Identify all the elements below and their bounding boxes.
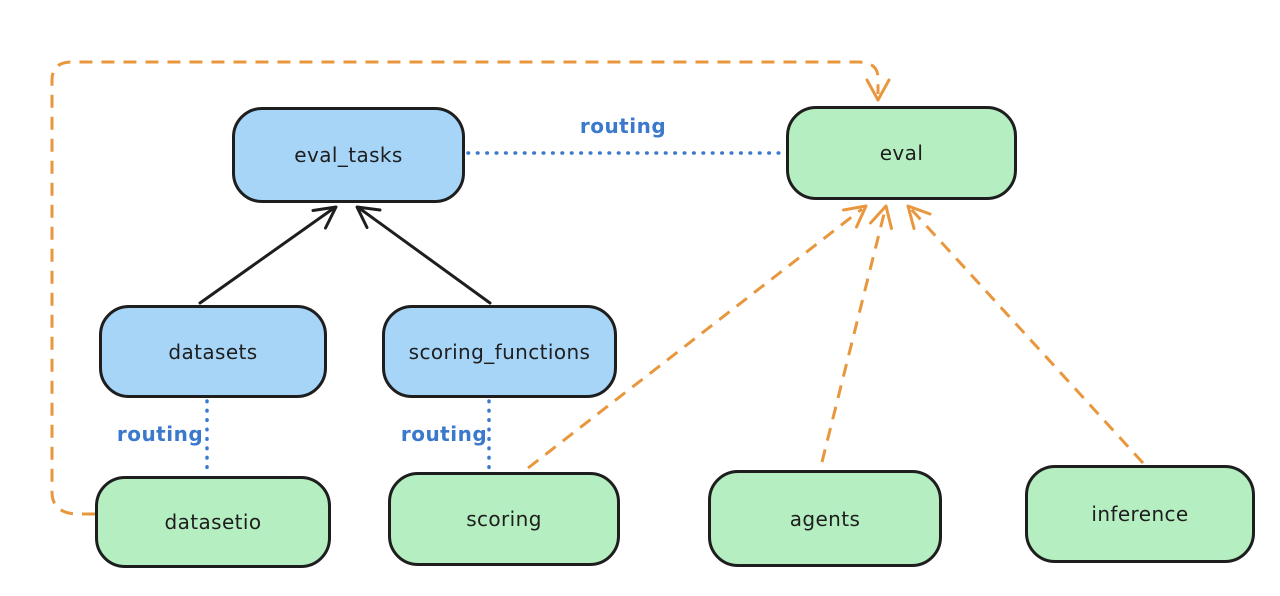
node-eval: eval [786,106,1017,200]
edge-datasetio-to-eval [50,60,891,516]
node-eval-label: eval [879,141,924,165]
edge-scoring-to-eval [527,204,868,470]
edge-agents-to-eval [820,204,893,463]
node-agents: agents [708,470,942,567]
edge-inference-to-eval [906,204,1145,465]
edge-datasets-to-eval-tasks [198,205,338,305]
node-datasetio: datasetio [95,476,331,568]
node-agents-label: agents [789,506,861,531]
node-eval-tasks-label: eval_tasks [294,143,403,167]
edge-scoring-functions-to-eval-tasks [355,205,492,305]
node-scoring-functions-label: scoring_functions [408,339,591,364]
edge-label-routing-top: routing [579,114,667,138]
node-datasets-label: datasets [168,339,258,364]
node-datasets: datasets [99,305,327,398]
node-inference-label: inference [1091,502,1189,526]
node-inference: inference [1025,465,1255,563]
edge-label-routing-scoring: routing [400,422,488,446]
node-scoring-label: scoring [466,507,542,531]
node-eval-tasks: eval_tasks [232,107,465,203]
node-datasetio-label: datasetio [164,510,262,534]
edge-label-routing-datasetio: routing [116,422,204,446]
node-scoring: scoring [388,472,620,566]
node-scoring-functions: scoring_functions [382,305,617,398]
